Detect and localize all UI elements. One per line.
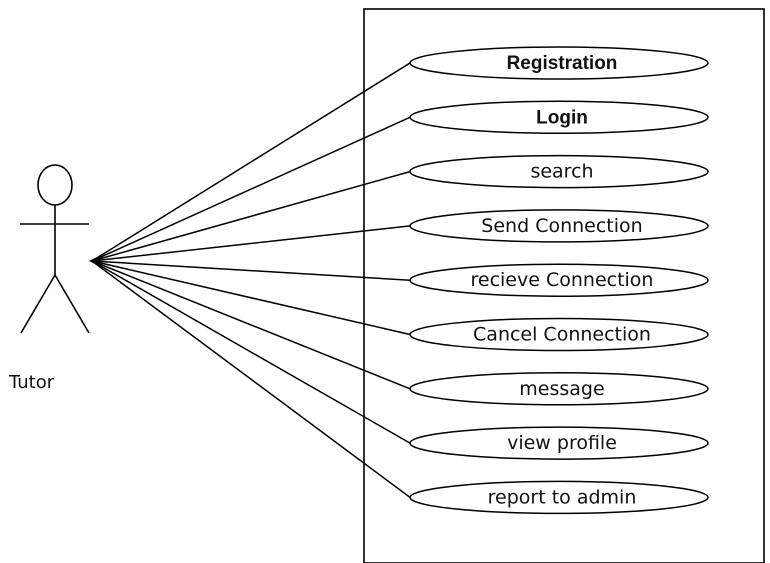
association-line (91, 225, 411, 262)
use-case-label: report to admin (488, 486, 637, 508)
actor-left-leg (20, 274, 56, 334)
use-case-label: Send Connection (481, 215, 642, 237)
association-line (91, 260, 411, 390)
use-case-ellipse (409, 480, 709, 515)
use-case: Registration (409, 46, 709, 80)
association-line (91, 260, 411, 444)
use-case-label: message (519, 378, 604, 400)
use-case-ellipse (409, 317, 709, 352)
use-case: Cancel Connection (409, 317, 709, 352)
use-case-ellipse (409, 100, 709, 135)
use-case: recieve Connection (409, 263, 709, 297)
association-line (91, 260, 411, 281)
use-case: Send Connection (409, 209, 709, 243)
use-case-label: Login (536, 107, 588, 128)
use-case-ellipse (409, 46, 709, 80)
use-case: message (409, 372, 709, 406)
use-case-label: recieve Connection (471, 269, 654, 291)
use-case-ellipse (409, 263, 709, 297)
actor-head (37, 164, 73, 206)
association-line (91, 170, 411, 262)
actor-connection-point (89, 257, 97, 265)
use-case-label: search (530, 161, 593, 183)
association-line (91, 260, 411, 336)
actor-right-leg (54, 274, 90, 334)
association-line (91, 260, 411, 499)
use-case-ellipse (409, 372, 709, 406)
use-case-label: Cancel Connection (473, 324, 651, 346)
use-case-ellipse (409, 209, 709, 243)
system-boundary (363, 8, 765, 563)
use-case-label: view profile (507, 432, 617, 454)
use-case-label: Registration (507, 53, 618, 74)
use-case: search (409, 154, 709, 189)
use-case: Login (409, 100, 709, 135)
use-case: report to admin (409, 480, 709, 515)
use-case: view profile (409, 426, 709, 460)
actor-figure (20, 164, 90, 334)
association-line (91, 116, 411, 262)
associations (91, 62, 411, 499)
association-line (91, 62, 411, 262)
actor-label: Tutor (8, 372, 55, 393)
use-case-ellipse (409, 426, 709, 460)
use-case-ellipse (409, 154, 709, 189)
